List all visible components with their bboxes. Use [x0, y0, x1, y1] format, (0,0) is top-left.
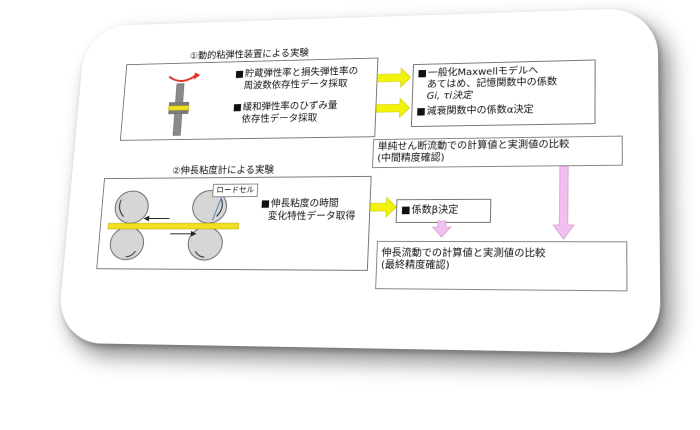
yellow-arrow-icon [370, 197, 397, 217]
pink-arrow-icon [432, 221, 451, 237]
roller-bottom-right [187, 227, 223, 260]
rheometer-illustration [121, 72, 201, 139]
roller-top-left [114, 191, 150, 223]
connector-arrows [57, 8, 661, 354]
roller-top-right [192, 190, 228, 223]
rheometer-shaft [173, 84, 184, 136]
experiment2-box: ロードセル 伸長粘度の時間 変化特性データ取得 [96, 175, 372, 271]
roller-bottom-left [109, 227, 145, 260]
pink-arrow-icon [553, 166, 574, 239]
yellow-arrow-icon [377, 68, 411, 88]
extensional-viscometer-illustration [97, 177, 370, 270]
experiment1-box: 貯蔵弾性率と損失弾性率の 周波数依存性データ採取 緩和弾性率のひずみ量 依存性デ… [119, 57, 379, 141]
sample-band-icon [108, 223, 239, 229]
yellow-arrow-icon [376, 98, 410, 118]
diagram-card: ①動的粘弾性装置による実験 貯蔵弾性率と損失弾性率の 周波数依存性データ採取 緩… [56, 7, 661, 354]
